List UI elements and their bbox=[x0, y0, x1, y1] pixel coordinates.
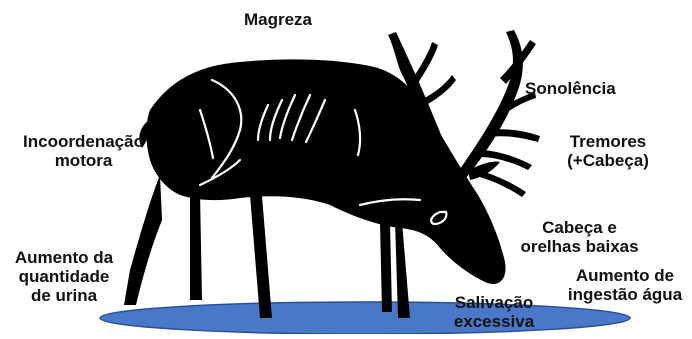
label-salivacao-excessiva: Salivação excessiva bbox=[440, 293, 548, 331]
label-incoordenacao-motora: Incoordenação motora bbox=[6, 132, 161, 170]
label-magreza: Magreza bbox=[232, 10, 324, 29]
label-cabeca-orelhas-baixas: Cabeça e orelhas baixas bbox=[512, 218, 647, 256]
label-sonolencia: Sonolência bbox=[525, 79, 616, 98]
label-aumento-urina: Aumento da quantidade de urina bbox=[4, 248, 124, 305]
deer-silhouette bbox=[124, 30, 540, 318]
label-tremores: Tremores (+Cabeça) bbox=[552, 132, 664, 170]
water-puddle bbox=[100, 302, 630, 334]
label-aumento-ingestao-agua: Aumento de ingestão água bbox=[560, 266, 690, 304]
